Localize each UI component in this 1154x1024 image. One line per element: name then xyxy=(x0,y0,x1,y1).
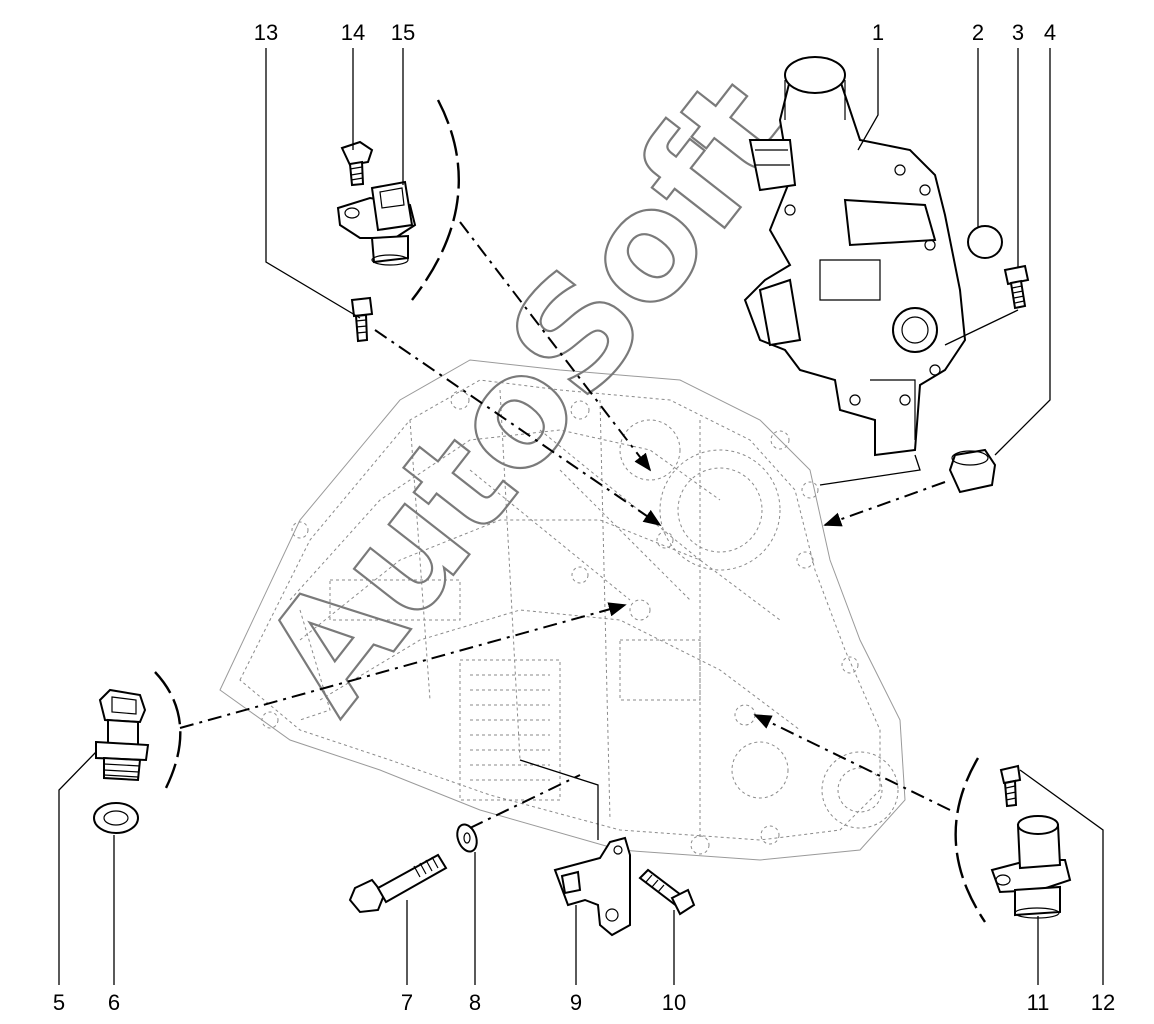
part-12-bolt xyxy=(999,764,1022,808)
callout-14: 14 xyxy=(341,20,365,45)
part-4-seal xyxy=(948,448,997,494)
callout-13: 13 xyxy=(254,20,278,45)
callout-8: 8 xyxy=(469,990,481,1015)
part-8-washer xyxy=(456,823,478,853)
part-5-pressure-switch xyxy=(95,688,150,782)
part-1-actuator xyxy=(743,56,967,457)
watermark: AutoSoft xyxy=(230,46,828,743)
part-13-bolt xyxy=(350,296,374,343)
callout-15: 15 xyxy=(391,20,415,45)
arrow-from-15 xyxy=(459,221,652,472)
callout-7: 7 xyxy=(401,990,413,1015)
arrow-from-11 xyxy=(753,714,951,811)
part-10-bolt xyxy=(638,868,696,916)
callout-11: 11 xyxy=(1027,990,1050,1015)
arrow-from-5 xyxy=(179,602,627,729)
part-2-plug xyxy=(967,225,1003,259)
callout-9: 9 xyxy=(570,990,582,1015)
part-3-bolt xyxy=(1003,264,1030,310)
arc-sensor-15 xyxy=(411,99,460,301)
callout-4: 4 xyxy=(1044,20,1056,45)
detail-arcs xyxy=(154,99,986,923)
callout-3: 3 xyxy=(1012,20,1024,45)
part-15-position-sensor xyxy=(336,180,417,266)
part-14-bolt xyxy=(340,140,374,187)
callout-2: 2 xyxy=(972,20,984,45)
arrow-from-4 xyxy=(823,481,946,527)
part-7-long-bolt xyxy=(348,853,448,914)
leader-lines xyxy=(58,48,1104,985)
line-1-to-housing xyxy=(819,454,921,486)
arc-switch-5 xyxy=(154,671,182,791)
watermark-text: AutoSoft xyxy=(231,47,827,742)
callout-12: 12 xyxy=(1091,990,1115,1015)
callout-5: 5 xyxy=(53,990,65,1015)
line-8-to-housing xyxy=(469,774,581,829)
assembly-arrows xyxy=(179,221,951,829)
gearbox-housing-ghost xyxy=(219,359,906,861)
callout-1: 1 xyxy=(872,20,884,45)
arc-sensor-11 xyxy=(954,757,986,923)
part-9-bracket xyxy=(553,836,631,937)
callout-labels: 13 14 15 1 2 3 4 5 6 7 8 9 10 11 12 xyxy=(53,20,1115,1015)
callout-10: 10 xyxy=(662,990,686,1015)
part-11-speed-sensor xyxy=(990,815,1072,919)
part-6-washer xyxy=(93,802,139,834)
callout-6: 6 xyxy=(108,990,120,1015)
